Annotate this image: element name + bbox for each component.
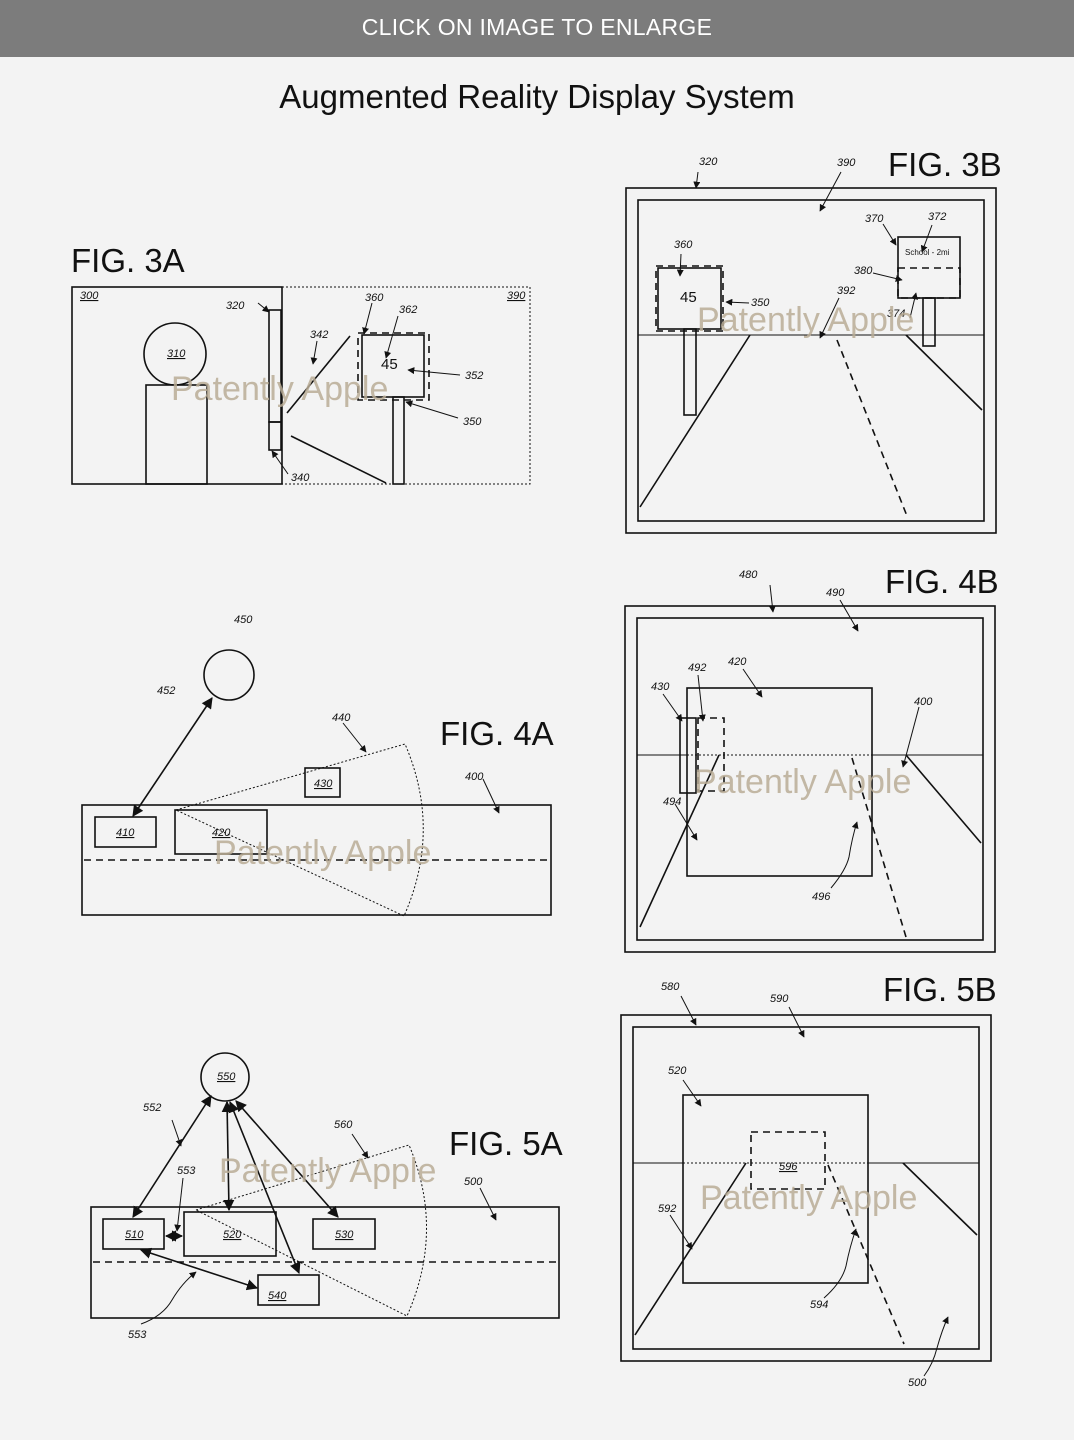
ref-label: 553 bbox=[128, 1329, 147, 1341]
figure-label: FIG. 3B bbox=[888, 146, 1002, 183]
enlarge-banner[interactable]: CLICK ON IMAGE TO ENLARGE bbox=[0, 0, 1074, 57]
ref-label: 510 bbox=[125, 1229, 144, 1241]
watermark-text: Patently Apple bbox=[214, 834, 431, 872]
ref-label: 596 bbox=[779, 1161, 798, 1173]
ref-label: 352 bbox=[465, 370, 483, 382]
ref-label: 420 bbox=[212, 827, 231, 839]
ref-label: 300 bbox=[80, 290, 99, 302]
speed-sign-number: 45 bbox=[381, 356, 398, 373]
speed-sign-number: 45 bbox=[680, 289, 697, 306]
ref-label: 360 bbox=[674, 239, 693, 251]
ref-label: 592 bbox=[658, 1203, 676, 1215]
ref-label: 372 bbox=[928, 211, 946, 223]
ref-label: 552 bbox=[143, 1102, 161, 1114]
figure-label: FIG. 4A bbox=[440, 715, 554, 752]
ref-label: 530 bbox=[335, 1229, 354, 1241]
ref-label: 590 bbox=[770, 993, 789, 1005]
ref-label: 450 bbox=[234, 614, 253, 626]
watermark-text: Patently Apple bbox=[697, 301, 914, 339]
ref-label: 342 bbox=[310, 329, 328, 341]
ref-label: 430 bbox=[314, 778, 333, 790]
figure-label: FIG. 3A bbox=[71, 242, 185, 279]
ref-label: 400 bbox=[914, 696, 933, 708]
ref-label: 374 bbox=[887, 308, 905, 320]
ref-label: 320 bbox=[226, 300, 245, 312]
ref-label: 340 bbox=[291, 472, 310, 484]
figure-5b: FIG. 5B 580 590 520 596 592 594 500 bbox=[620, 971, 997, 1389]
figure-5a: FIG. 5A 550 552 560 553 500 510 520 530 … bbox=[90, 1052, 563, 1341]
figure-label: FIG. 5B bbox=[883, 971, 997, 1008]
ref-label: 500 bbox=[464, 1176, 483, 1188]
ref-label: 350 bbox=[463, 416, 482, 428]
ref-label: 520 bbox=[223, 1229, 242, 1241]
ref-label: 550 bbox=[217, 1071, 236, 1083]
ref-label: 480 bbox=[739, 569, 758, 581]
ref-label: 492 bbox=[688, 662, 706, 674]
ref-label: 320 bbox=[699, 156, 718, 168]
ref-label: 420 bbox=[728, 656, 747, 668]
school-sign-text: School - 2mi bbox=[905, 248, 950, 257]
watermark-text: Patently Apple bbox=[700, 1179, 917, 1217]
ref-label: 490 bbox=[826, 587, 845, 599]
ref-label: 370 bbox=[865, 213, 884, 225]
ref-label: 350 bbox=[751, 297, 770, 309]
ref-label: 553 bbox=[177, 1165, 196, 1177]
ref-label: 392 bbox=[837, 285, 855, 297]
ref-label: 430 bbox=[651, 681, 670, 693]
watermark-text: Patently Apple bbox=[171, 370, 388, 408]
figure-label: FIG. 4B bbox=[885, 563, 999, 600]
ref-label: 310 bbox=[167, 348, 186, 360]
ref-label: 390 bbox=[507, 290, 526, 302]
ref-label: 500 bbox=[908, 1377, 927, 1389]
watermark-text: Patently Apple bbox=[219, 1152, 436, 1190]
figure-3a: FIG. 3A 45 300 320 360 362 390 342 310 3… bbox=[71, 242, 531, 485]
ref-label: 540 bbox=[268, 1290, 287, 1302]
watermarks: Patently Apple Patently Apple Patently A… bbox=[171, 301, 917, 1217]
ref-label: 440 bbox=[332, 712, 351, 724]
ref-label: 594 bbox=[810, 1299, 828, 1311]
ref-label: 410 bbox=[116, 827, 135, 839]
ref-label: 560 bbox=[334, 1119, 353, 1131]
ref-label: 494 bbox=[663, 796, 681, 808]
ref-label: 580 bbox=[661, 981, 680, 993]
ref-label: 496 bbox=[812, 891, 831, 903]
ref-label: 362 bbox=[399, 304, 417, 316]
watermark-text: Patently Apple bbox=[694, 763, 911, 801]
figure-4a: FIG. 4A 450 452 440 430 400 410 420 bbox=[81, 614, 554, 917]
ref-label: 360 bbox=[365, 292, 384, 304]
ref-label: 390 bbox=[837, 157, 856, 169]
figure-3b: FIG. 3B 45 School - 2mi 320 390 370 372 … bbox=[625, 146, 1002, 534]
ref-label: 380 bbox=[854, 265, 873, 277]
ref-label: 520 bbox=[668, 1065, 687, 1077]
page-title: Augmented Reality Display System bbox=[279, 78, 795, 115]
ref-label: 452 bbox=[157, 685, 175, 697]
ref-label: 400 bbox=[465, 771, 484, 783]
figure-label: FIG. 5A bbox=[449, 1125, 563, 1162]
figure-4b: FIG. 4B 480 490 492 420 430 400 494 496 bbox=[624, 563, 999, 953]
